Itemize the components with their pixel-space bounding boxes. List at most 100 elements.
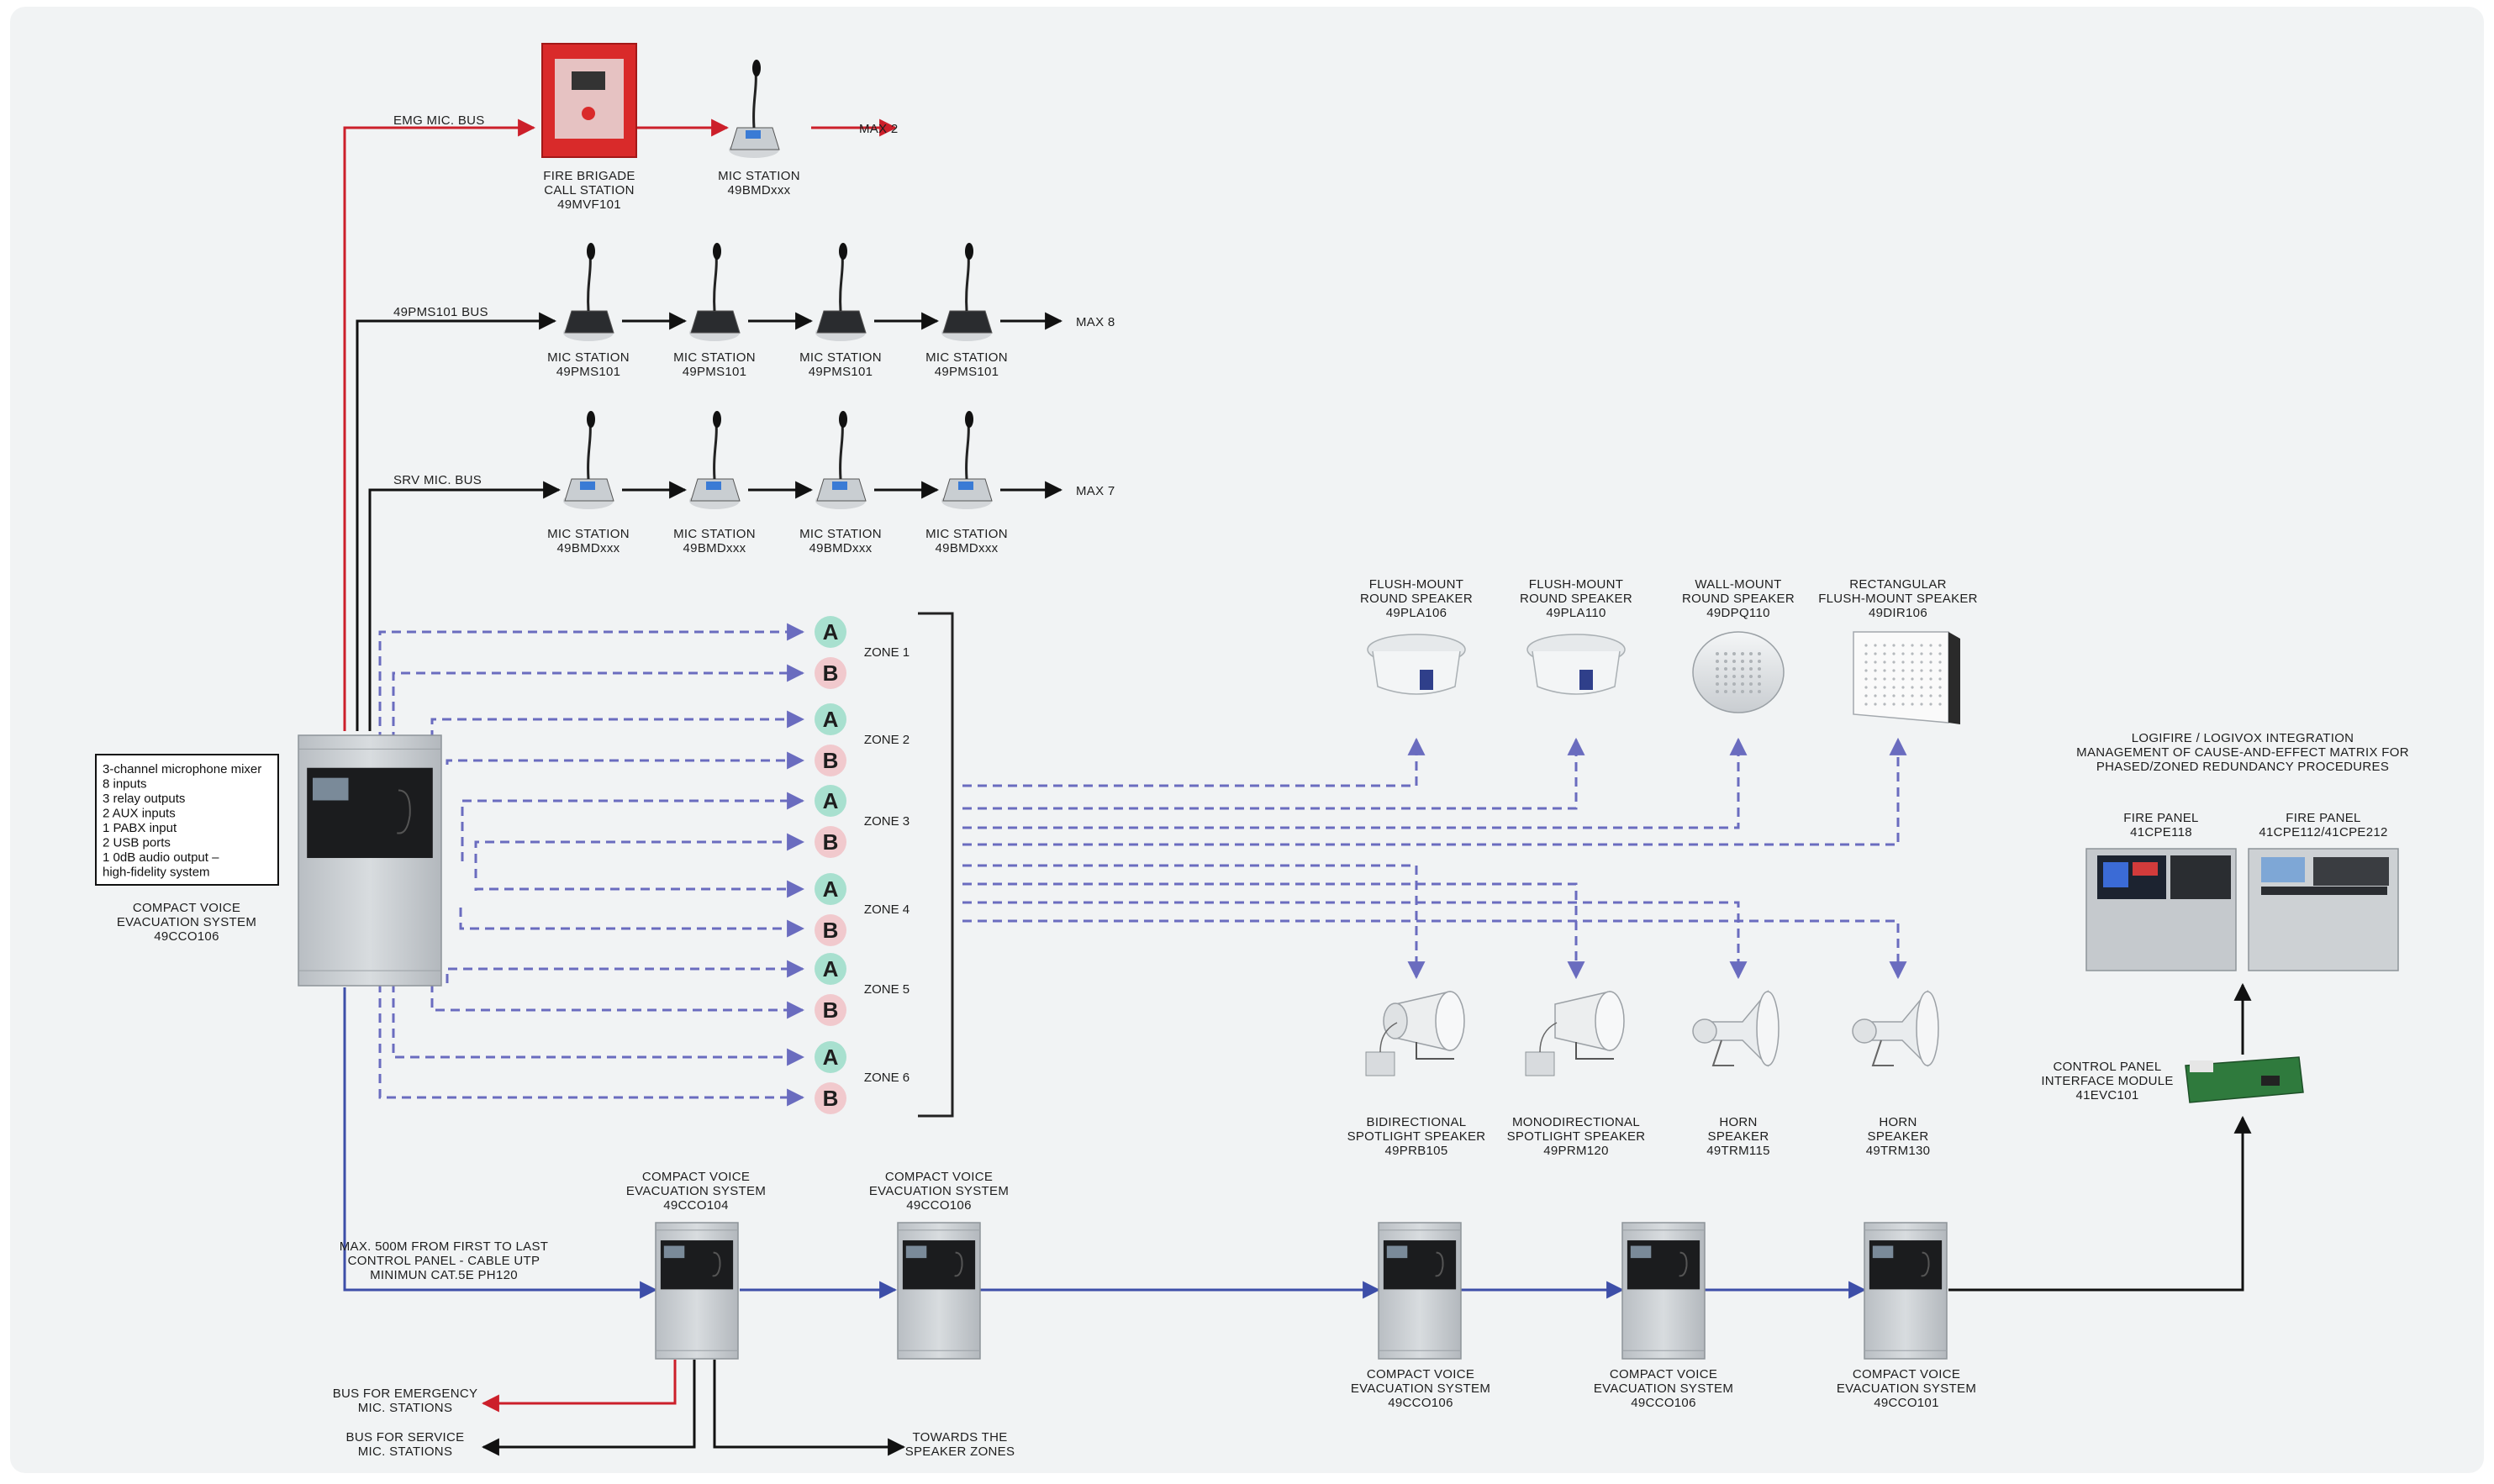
speaker-grille-hole xyxy=(1716,660,1719,663)
cabinet-handset xyxy=(954,1251,963,1277)
top-speaker-label-line: FLUSH-MOUNT xyxy=(1529,577,1623,592)
pms-mic-station-label-line: MIC STATION xyxy=(799,350,882,365)
bottom-speaker-label-line: 49TRM130 xyxy=(1866,1144,1931,1158)
horn-mouth xyxy=(1756,991,1780,1066)
gooseneck xyxy=(752,72,757,129)
bidirectional-spotlight-speaker-icon xyxy=(1365,991,1465,1076)
bus-emergency-label-line: BUS FOR EMERGENCY xyxy=(333,1387,478,1401)
zone-badge-circle xyxy=(815,994,846,1026)
top-speaker-label-line: ROUND SPEAKER xyxy=(1682,592,1795,606)
network-panel-label-line: EVACUATION SYSTEM xyxy=(626,1184,766,1198)
pms-max-label: MAX 8 xyxy=(1076,315,1115,329)
speaker-grille-hole xyxy=(1724,690,1727,693)
cabinet-display xyxy=(1630,1245,1652,1259)
speaker-grille-hole xyxy=(1724,675,1727,678)
speaker-grille-hole xyxy=(1716,682,1719,686)
rect-speaker-hole xyxy=(1929,669,1932,672)
diagram-background xyxy=(10,7,2484,1473)
panel-keys xyxy=(2261,887,2387,895)
srv-mic-station-label-line: 49BMDxxx xyxy=(683,541,746,555)
zone-badge-circle xyxy=(815,914,846,946)
mic-head xyxy=(965,243,973,260)
speaker-terminal xyxy=(1420,670,1433,690)
fire-brigade-label-line: 49MVF101 xyxy=(557,197,621,212)
main-cabinet-icon xyxy=(298,734,442,987)
mic-head xyxy=(752,60,761,76)
rect-speaker-hole xyxy=(1938,703,1942,706)
speaker-grille-hole xyxy=(1749,690,1753,693)
zone-badge-circle xyxy=(815,1041,846,1073)
connection-lines xyxy=(343,118,2252,1456)
zone-badge-letter: B xyxy=(823,918,839,943)
rect-speaker-hole xyxy=(1874,677,1877,681)
cable-note-line: CONTROL PANEL - CABLE UTP xyxy=(348,1254,540,1268)
speaker-feed-line xyxy=(962,737,1748,829)
top-speaker-label-line: 49PLA106 xyxy=(1386,606,1447,620)
red-box-glass xyxy=(555,59,624,139)
rect-speaker-hole xyxy=(1874,652,1877,655)
rect-speaker-face xyxy=(1853,631,1949,724)
rect-speaker-hole xyxy=(1901,703,1905,706)
interface-module-icon xyxy=(2185,1056,2304,1103)
rect-speaker-hole xyxy=(1929,652,1932,655)
emg-bus-label: EMG MIC. BUS xyxy=(393,113,485,128)
cable-note-line: MINIMUN CAT.5E PH120 xyxy=(370,1268,518,1282)
zone-badge-letter: B xyxy=(823,829,839,855)
zone-badge-circle xyxy=(815,745,846,776)
bottom-speaker-label-line: SPOTLIGHT SPEAKER xyxy=(1507,1129,1646,1144)
panel-screen-tile xyxy=(2133,862,2158,876)
network-cabinet-icon xyxy=(1864,1222,1948,1360)
zone-line xyxy=(430,983,805,1019)
srv-mic-station-label-line: 49BMDxxx xyxy=(809,541,873,555)
rect-speaker-hole xyxy=(1929,703,1932,706)
bottom-speaker-label-line: SPEAKER xyxy=(1708,1129,1769,1144)
speaker-feed-line xyxy=(962,737,1585,810)
speaker-feed-line xyxy=(962,737,1426,787)
flush-round-speaker-icon xyxy=(1526,634,1626,695)
network-panel-label-line: 49CCO106 xyxy=(906,1198,971,1213)
zone-b-badge: B xyxy=(815,1082,846,1114)
rect-speaker-hole xyxy=(1901,660,1905,664)
rect-speaker-hole xyxy=(1920,660,1923,664)
towards-zones-label-line: SPEAKER ZONES xyxy=(905,1445,1015,1459)
speaker-feed-line xyxy=(962,737,1907,846)
srv-mic-station-label-line: 49BMDxxx xyxy=(557,541,620,555)
rect-speaker-hole xyxy=(1911,677,1914,681)
rect-speaker-hole xyxy=(1929,677,1932,681)
bottom-speaker-label-line: MONODIRECTIONAL xyxy=(1512,1115,1640,1129)
zone-badge-letter: A xyxy=(823,619,839,645)
rect-speaker-hole xyxy=(1864,703,1868,706)
spot-bracket xyxy=(1575,1042,1614,1060)
pms-mic-station-label-line: MIC STATION xyxy=(925,350,1008,365)
zone-b-badge: B xyxy=(815,657,846,689)
speaker-grille-hole xyxy=(1741,690,1744,693)
emg-mic-station-label-line: MIC STATION xyxy=(718,169,800,183)
pms-mic-station-icon xyxy=(941,243,993,341)
zone-badge-letter: A xyxy=(823,876,839,902)
integration-link-line xyxy=(1948,1115,2252,1292)
network-bus-line xyxy=(343,987,658,1299)
rect-speaker-hole xyxy=(1892,694,1896,697)
srv-mic-station-label-line: MIC STATION xyxy=(799,527,882,541)
rect-speaker-hole xyxy=(1892,686,1896,689)
bottom-speaker-label-line: 49TRM115 xyxy=(1706,1144,1770,1158)
top-speaker-label-line: FLUSH-MOUNT xyxy=(1369,577,1463,592)
top-speaker-label-line: WALL-MOUNT xyxy=(1695,577,1781,592)
zone-label: ZONE 3 xyxy=(864,814,910,829)
zone-b-badge: B xyxy=(815,826,846,858)
network-cabinet-icon xyxy=(1378,1222,1462,1360)
rect-speaker-hole xyxy=(1874,660,1877,664)
station-screen xyxy=(580,482,595,490)
main-system-label-line: 49CCO106 xyxy=(154,929,219,944)
zone-label: ZONE 5 xyxy=(864,982,910,997)
zone-line xyxy=(474,880,805,898)
rect-speaker-hole xyxy=(1874,669,1877,672)
integration-title-line: PHASED/ZONED REDUNDANCY PROCEDURES xyxy=(2096,760,2389,774)
srv-mic-station-icon xyxy=(563,411,614,509)
zone-line xyxy=(459,908,805,938)
srv-mic-station-icon xyxy=(689,411,741,509)
zone-badge-letter: B xyxy=(823,997,839,1023)
